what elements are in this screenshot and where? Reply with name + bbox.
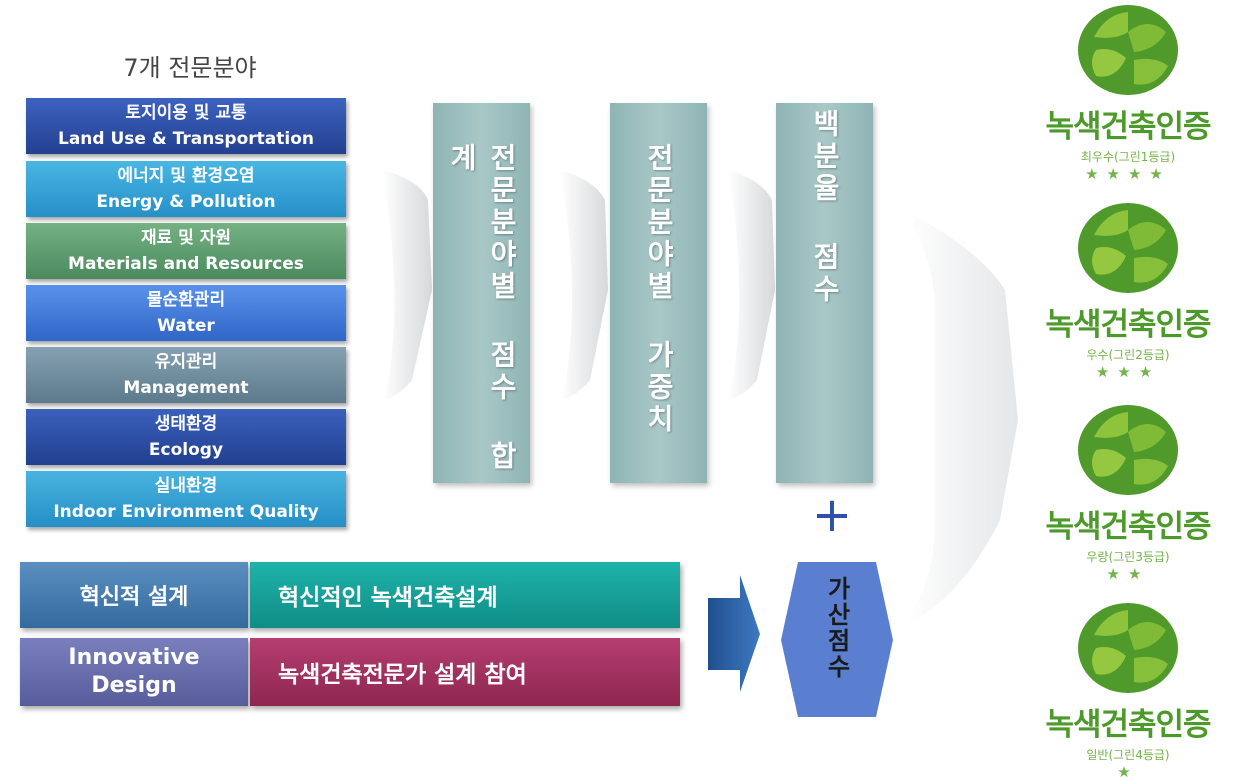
category-en-label: Indoor Environment Quality bbox=[53, 502, 319, 522]
innovation-item-1: 혁신적인 녹색건축설계 bbox=[250, 562, 680, 628]
step-percent-label: 백분율 점수 bbox=[808, 109, 842, 306]
badge-stars: ★ bbox=[1117, 763, 1139, 781]
badge-title: 녹색건축인증 bbox=[1045, 707, 1211, 743]
category-energy: 에너지 및 환경오염 Energy & Pollution bbox=[26, 161, 346, 217]
badge-grade-2: 녹색건축인증 우수(그린2등급) ★★★ bbox=[1038, 200, 1218, 381]
badge-grade-4: 녹색건축인증 일반(그린4등급) ★ bbox=[1038, 600, 1218, 781]
category-en-label: Ecology bbox=[148, 440, 224, 460]
category-ko-label: 실내환경 bbox=[154, 476, 218, 496]
badge-grade: 일반(그린4등급) bbox=[1086, 748, 1170, 762]
badge-grade: 우수(그린2등급) bbox=[1086, 348, 1170, 362]
step-weight-label: 전문분야별 가중치 bbox=[642, 143, 676, 436]
tree-logo-icon bbox=[1078, 5, 1178, 95]
blue-right-arrow bbox=[708, 575, 760, 692]
category-en-label: Energy & Pollution bbox=[96, 192, 276, 212]
category-management: 유지관리 Management bbox=[26, 347, 346, 403]
tree-logo-icon bbox=[1078, 405, 1178, 495]
step-weight-column: 전문분야별 가중치 bbox=[610, 103, 707, 483]
category-ko-label: 유지관리 bbox=[154, 352, 218, 372]
category-en-label: Management bbox=[123, 378, 249, 398]
chevron-arrow-2 bbox=[560, 170, 608, 400]
big-flow-arrow bbox=[905, 210, 1018, 625]
badge-title: 녹색건축인증 bbox=[1045, 509, 1211, 545]
category-ko-label: 에너지 및 환경오염 bbox=[117, 166, 255, 186]
tree-logo-icon bbox=[1078, 203, 1178, 293]
category-en-label: Land Use & Transportation bbox=[58, 129, 314, 149]
chevron-arrow-1 bbox=[382, 170, 432, 400]
category-en-label: Materials and Resources bbox=[68, 254, 304, 274]
tree-logo-icon bbox=[1078, 603, 1178, 693]
plus-sign: + bbox=[811, 487, 853, 543]
badge-grade: 최우수(그린1등급) bbox=[1080, 150, 1176, 164]
section-heading: 7개 전문분야 bbox=[123, 54, 257, 82]
step-percent-column: 백분율 점수 bbox=[776, 103, 873, 483]
step-sum-label: 전문분야별 점수 합계 bbox=[445, 143, 519, 473]
innovative-design-ko: 혁신적 설계 bbox=[20, 562, 248, 628]
badge-stars: ★★★ bbox=[1095, 363, 1161, 381]
innovation-item-2: 녹색건축전문가 설계 참여 bbox=[250, 638, 680, 706]
category-ko-label: 재료 및 자원 bbox=[140, 228, 232, 248]
badge-stars: ★★ bbox=[1106, 565, 1150, 583]
bonus-box: 가산점수 bbox=[812, 576, 862, 706]
category-ecology: 생태환경 Ecology bbox=[26, 409, 346, 465]
badge-title: 녹색건축인증 bbox=[1045, 109, 1211, 145]
category-water: 물순환관리 Water bbox=[26, 285, 346, 341]
badge-stars: ★★★★ bbox=[1085, 165, 1171, 183]
category-ko-label: 생태환경 bbox=[154, 414, 218, 434]
category-materials: 재료 및 자원 Materials and Resources bbox=[26, 223, 346, 279]
category-ko-label: 토지이용 및 교통 bbox=[125, 103, 247, 123]
badge-title: 녹색건축인증 bbox=[1045, 307, 1211, 343]
category-land-use: 토지이용 및 교통 Land Use & Transportation bbox=[26, 98, 346, 154]
badge-grade-1: 녹색건축인증 최우수(그린1등급) ★★★★ bbox=[1038, 2, 1218, 183]
category-indoor: 실내환경 Indoor Environment Quality bbox=[26, 471, 346, 527]
badge-grade-3: 녹색건축인증 우량(그린3등급) ★★ bbox=[1038, 402, 1218, 583]
chevron-arrow-3 bbox=[728, 170, 775, 400]
bonus-hexagon bbox=[781, 562, 893, 717]
step-sum-column: 전문분야별 점수 합계 bbox=[433, 103, 530, 483]
badge-grade: 우량(그린3등급) bbox=[1086, 550, 1170, 564]
innovative-design-en: Innovative Design bbox=[20, 638, 248, 706]
category-en-label: Water bbox=[157, 316, 215, 336]
bonus-label: 가산점수 bbox=[822, 576, 851, 680]
category-ko-label: 물순환관리 bbox=[146, 290, 226, 310]
